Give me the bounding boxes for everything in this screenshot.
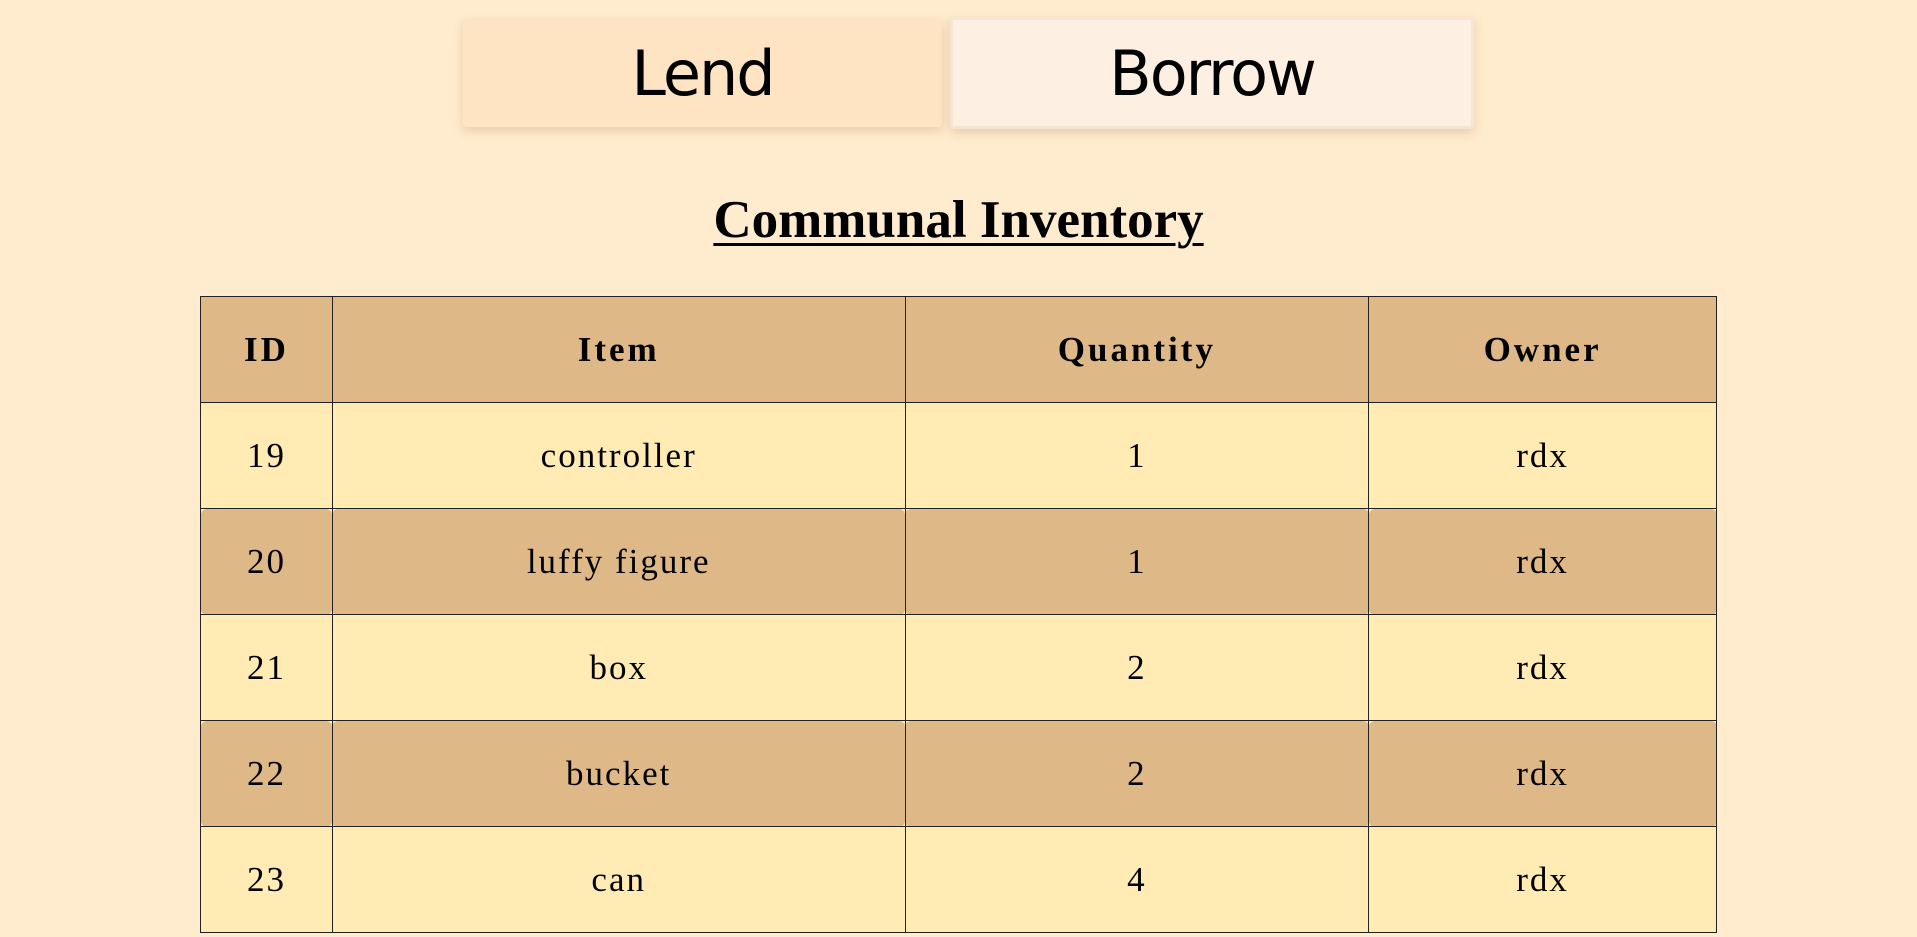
cell-quantity: 2 (904, 720, 1370, 827)
table-row: 20 luffy figure 1 rdx (200, 508, 1717, 615)
table-row: 21 box 2 rdx (200, 614, 1717, 721)
cell-quantity: 2 (904, 614, 1370, 721)
cell-owner: rdx (1368, 508, 1717, 615)
table-row: 22 bucket 2 rdx (200, 720, 1717, 827)
cell-item: luffy figure (331, 508, 906, 615)
column-header-quantity: Quantity (904, 296, 1370, 403)
column-header-item: Item (331, 296, 906, 403)
table-row: 23 can 4 rdx (200, 826, 1717, 933)
column-header-owner: Owner (1368, 296, 1717, 403)
column-header-id: ID (200, 296, 333, 403)
table-row: 19 controller 1 rdx (200, 402, 1717, 509)
cell-owner: rdx (1368, 720, 1717, 827)
cell-id: 23 (200, 826, 333, 933)
cell-quantity: 1 (904, 402, 1370, 509)
cell-item: controller (331, 402, 906, 509)
cell-item: bucket (331, 720, 906, 827)
cell-owner: rdx (1368, 402, 1717, 509)
cell-id: 22 (200, 720, 333, 827)
lend-tab[interactable]: Lend (463, 19, 942, 127)
cell-quantity: 4 (904, 826, 1370, 933)
tab-bar: Lend Borrow (463, 17, 1474, 129)
cell-id: 20 (200, 508, 333, 615)
table-header-row: ID Item Quantity Owner (200, 296, 1717, 403)
cell-id: 21 (200, 614, 333, 721)
cell-owner: rdx (1368, 614, 1717, 721)
page-title: Communal Inventory (713, 191, 1204, 249)
cell-quantity: 1 (904, 508, 1370, 615)
borrow-tab-label: Borrow (1109, 36, 1317, 110)
borrow-tab[interactable]: Borrow (950, 17, 1474, 129)
cell-item: can (331, 826, 906, 933)
cell-id: 19 (200, 402, 333, 509)
inventory-table: ID Item Quantity Owner 19 controller 1 r… (200, 296, 1717, 933)
cell-owner: rdx (1368, 826, 1717, 933)
lend-tab-label: Lend (631, 36, 775, 110)
cell-item: box (331, 614, 906, 721)
